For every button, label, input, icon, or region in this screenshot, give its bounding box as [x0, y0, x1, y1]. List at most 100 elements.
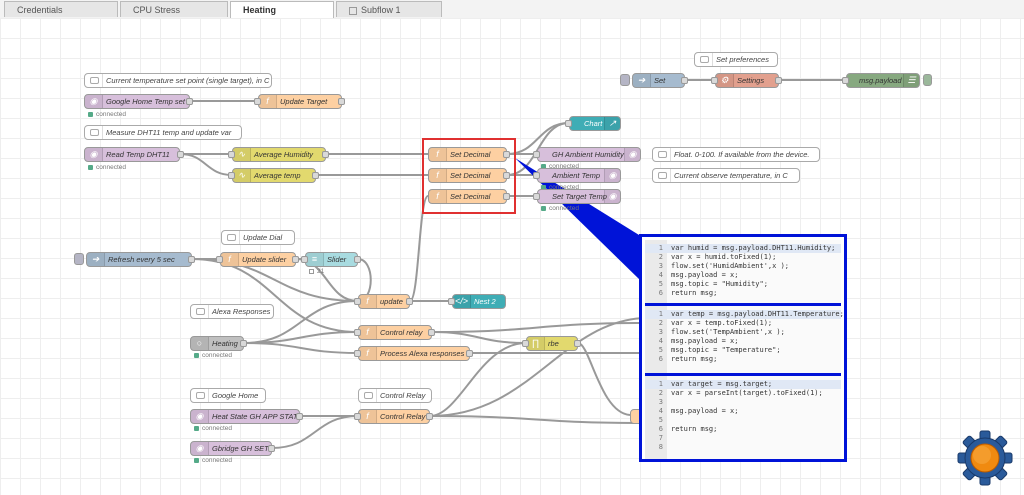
input-port[interactable] [522, 340, 529, 347]
output-port[interactable] [322, 151, 329, 158]
output-port[interactable] [503, 151, 510, 158]
output-port[interactable] [503, 172, 510, 179]
settings-node[interactable]: ⚙Settings [715, 73, 779, 88]
tab-subflow-1[interactable]: Subflow 1 [336, 1, 442, 17]
tab-credentials[interactable]: Credentials [4, 1, 118, 17]
comment-set-point[interactable]: Current temperature set point (single ta… [84, 73, 272, 88]
msg-payload-debug-node[interactable]: msg.payload☰ [846, 73, 920, 88]
input-port[interactable] [711, 77, 718, 84]
average-humidity-node[interactable]: ∿Average Humidity [232, 147, 326, 162]
comment-current-observe[interactable]: Current observe temperature, in C [652, 168, 800, 183]
output-port[interactable] [186, 98, 193, 105]
input-port[interactable] [254, 98, 261, 105]
tab-label: Subflow 1 [361, 5, 401, 15]
flow-workspace[interactable]: Current temperature set point (single ta… [0, 18, 1024, 495]
debug-toggle-button[interactable] [923, 74, 932, 86]
status-slider-value: 21 [309, 268, 324, 275]
input-port[interactable] [354, 350, 361, 357]
gh-ambient-humidity-node[interactable]: GH Ambient Humidity◉ [537, 147, 641, 162]
tab-heating[interactable]: Heating [230, 1, 334, 19]
average-temp-node[interactable]: ∿Average temp [232, 168, 316, 183]
output-port[interactable] [268, 445, 275, 452]
comment-preferences[interactable]: Set preferences [694, 52, 778, 67]
output-port[interactable] [466, 350, 473, 357]
inject-trigger-button[interactable] [74, 253, 84, 265]
input-port[interactable] [842, 77, 849, 84]
output-port[interactable] [240, 340, 247, 347]
read-temp-dht11-node[interactable]: ◉Read Temp DHT11 [84, 147, 180, 162]
status-dot-icon [194, 425, 199, 431]
input-port[interactable] [301, 256, 308, 263]
output-port[interactable] [177, 151, 184, 158]
output-port[interactable] [406, 298, 413, 305]
input-port[interactable] [533, 172, 540, 179]
function-icon: f [359, 410, 377, 423]
heating-node[interactable]: ○Heating [190, 336, 244, 351]
output-port[interactable] [775, 77, 782, 84]
nest-2-node[interactable]: </>Nest 2 [452, 294, 506, 309]
comment-google-home[interactable]: Google Home [190, 388, 266, 403]
output-port[interactable] [354, 256, 361, 263]
comment-update-dial[interactable]: Update Dial [221, 230, 295, 245]
google-icon: ◉ [191, 442, 209, 455]
output-port[interactable] [426, 413, 433, 420]
output-port[interactable] [312, 172, 319, 179]
tab-cpu-stress[interactable]: CPU Stress [120, 1, 228, 17]
output-port[interactable] [292, 256, 299, 263]
output-port[interactable] [503, 193, 510, 200]
output-port[interactable] [681, 77, 688, 84]
comment-float[interactable]: Float. 0-100. If available from the devi… [652, 147, 820, 162]
rbe-node[interactable]: ∏rbe [526, 336, 578, 351]
input-port[interactable] [533, 151, 540, 158]
ambient-temp-node[interactable]: Ambient Temp◉ [537, 168, 621, 183]
output-port[interactable] [296, 413, 303, 420]
input-port[interactable] [448, 298, 455, 305]
node-label: Average temp [254, 171, 301, 180]
input-port[interactable] [354, 329, 361, 336]
output-port[interactable] [574, 340, 581, 347]
set-target-temp-node[interactable]: Set Target Temp◉ [537, 189, 621, 204]
comment-icon [191, 389, 209, 402]
input-port[interactable] [228, 151, 235, 158]
set-inject-node[interactable]: ➔Set [632, 73, 685, 88]
input-port[interactable] [565, 120, 572, 127]
flow-tab-bar: Credentials CPU Stress Heating Subflow 1 [0, 0, 1024, 19]
output-port[interactable] [428, 329, 435, 336]
node-label: Refresh every 5 sec [108, 255, 175, 264]
comment-control-relay[interactable]: Control Relay [358, 388, 432, 403]
gear-icon: ⚙ [716, 74, 734, 87]
refresh-inject-node[interactable]: ➔Refresh every 5 sec [86, 252, 192, 267]
heat-state-gh-app-state-node[interactable]: ◉Heat State GH APP STATE [190, 409, 300, 424]
slider-node[interactable]: ≡Slider [305, 252, 358, 267]
wire [429, 317, 644, 417]
comment-label: Update Dial [243, 233, 283, 242]
input-port[interactable] [354, 413, 361, 420]
inject-trigger-button[interactable] [620, 74, 630, 86]
wire [179, 153, 233, 176]
comment-alexa[interactable]: Alexa Responses [190, 304, 274, 319]
output-port[interactable] [338, 98, 345, 105]
input-port[interactable] [228, 172, 235, 179]
gbridge-gh-set-node[interactable]: ◉Gbridge GH SET [190, 441, 272, 456]
node-label: Set Target Temp [552, 192, 607, 201]
input-port[interactable] [533, 193, 540, 200]
chart-node[interactable]: Chart↗ [569, 116, 621, 131]
input-port[interactable] [354, 298, 361, 305]
google-home-temp-set-node[interactable]: ◉Google Home Temp set [84, 94, 190, 109]
output-port[interactable] [188, 256, 195, 263]
comment-dht[interactable]: Measure DHT11 temp and update var [84, 125, 242, 140]
input-port[interactable] [216, 256, 223, 263]
